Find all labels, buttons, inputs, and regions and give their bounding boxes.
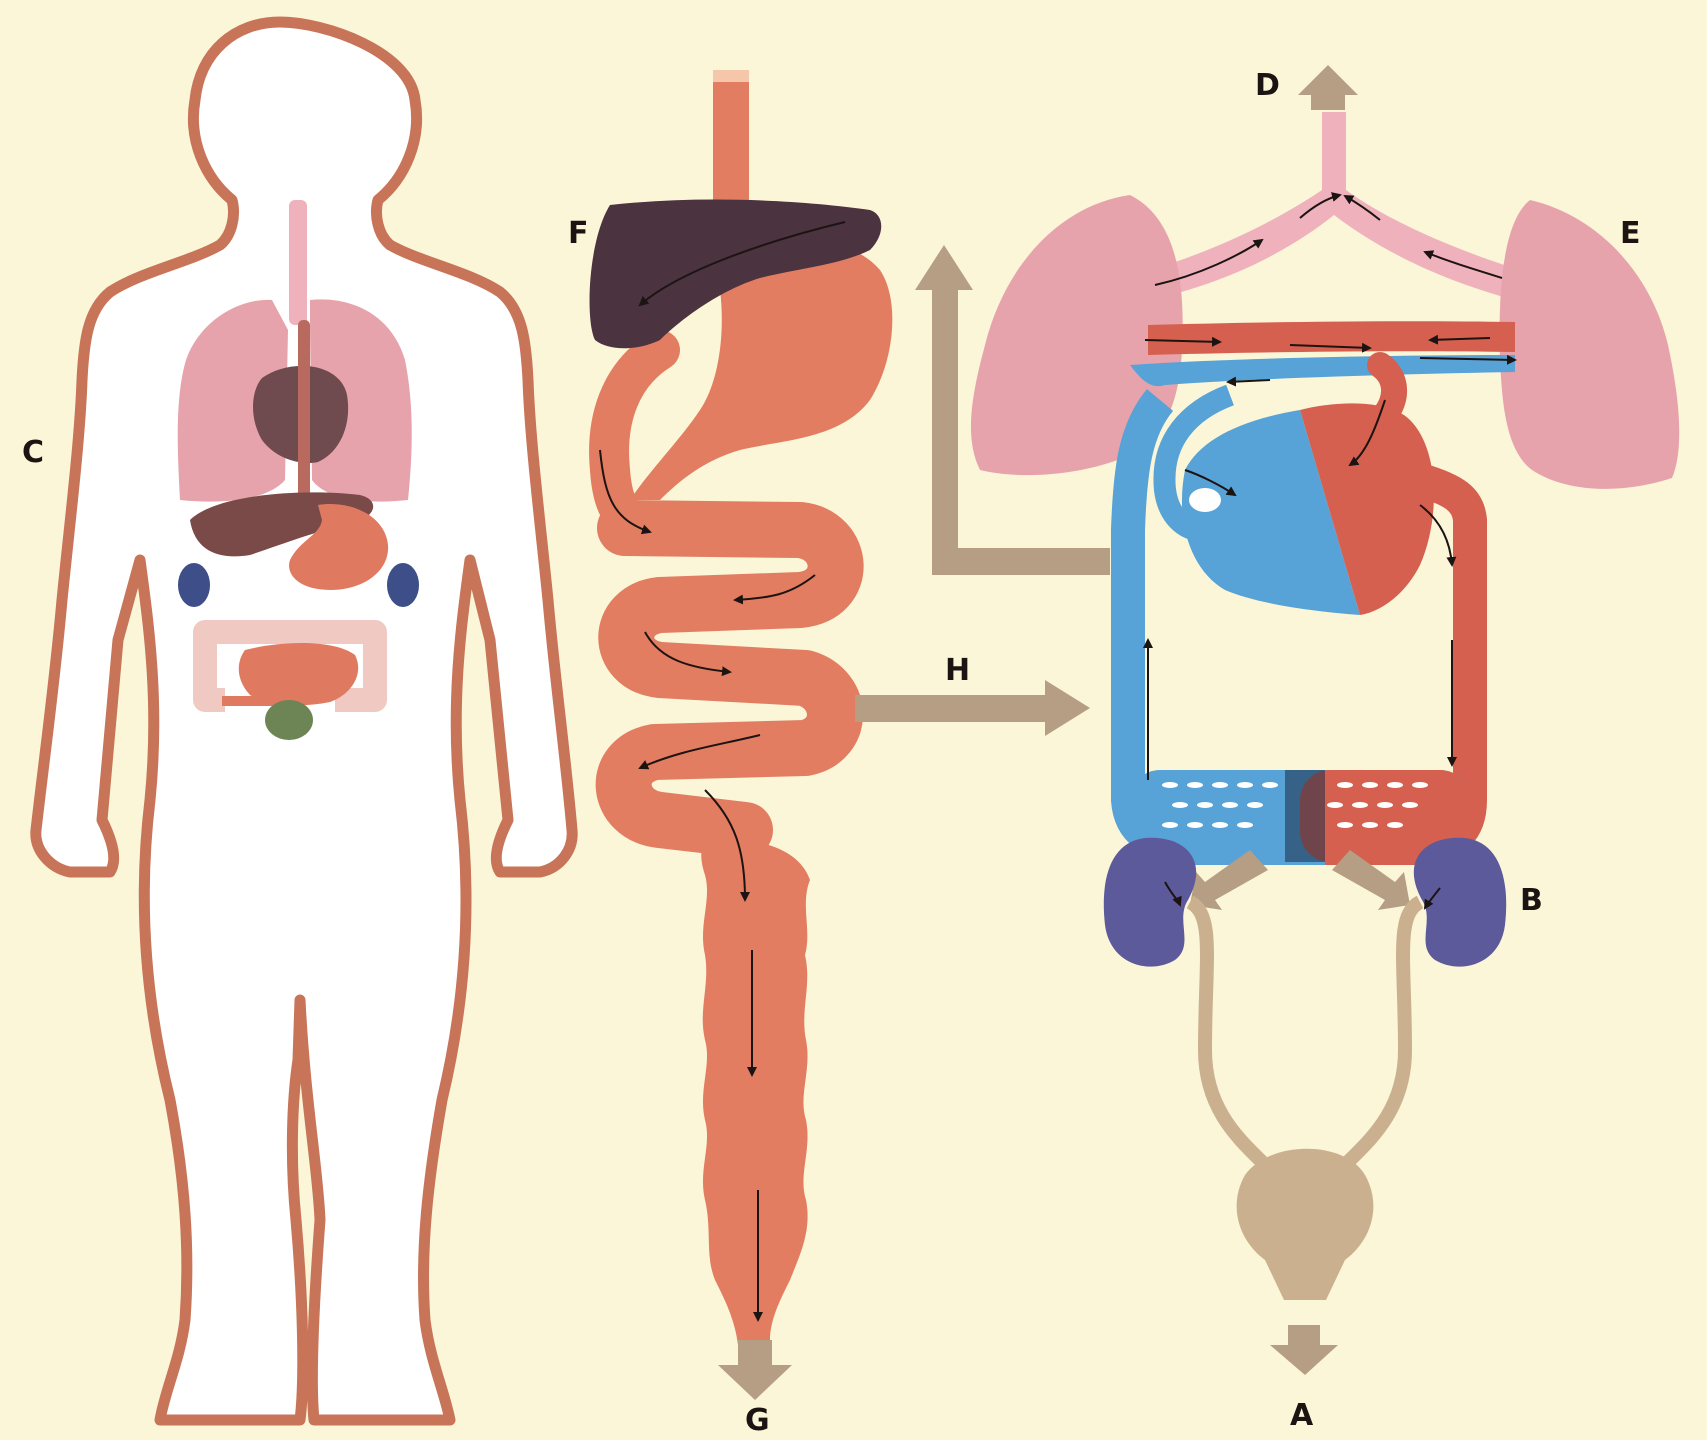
urine-outflow-arrow: [1270, 1325, 1338, 1375]
esophagus: [298, 320, 310, 520]
right-kidney: [387, 563, 419, 607]
small-intestine-meander: [624, 528, 836, 830]
label-a: A: [1290, 1398, 1314, 1433]
label-e: E: [1620, 216, 1641, 251]
trachea: [289, 200, 307, 325]
colon: [701, 839, 810, 1345]
label-f: F: [568, 216, 589, 251]
label-b: B: [1520, 883, 1543, 918]
label-g: G: [745, 1403, 770, 1438]
valve-ring: [1189, 488, 1221, 512]
label-c: C: [22, 435, 44, 470]
left-ureter: [1190, 902, 1265, 1165]
respiratory-circulatory-system: [971, 65, 1679, 862]
capillary-bed-dark: [1285, 770, 1325, 862]
right-ureter: [1345, 902, 1420, 1165]
left-kidney-large: [1104, 838, 1196, 967]
bladder-small: [265, 700, 313, 740]
right-lung-large: [1500, 200, 1680, 489]
label-d: D: [1255, 68, 1280, 103]
urinary-system: [1104, 838, 1506, 1375]
left-kidney: [178, 563, 210, 607]
human-body-figure: [36, 22, 572, 1420]
small-intestine: [239, 643, 358, 705]
rectum: [222, 696, 282, 706]
esophagus-top: [713, 70, 749, 82]
right-kidney-large: [1414, 838, 1506, 967]
feces-outflow-arrow: [718, 1340, 792, 1400]
air-outflow-arrow: [1298, 65, 1358, 110]
bladder: [1237, 1149, 1374, 1300]
label-h: H: [945, 653, 970, 688]
absorption-arrow: [855, 680, 1090, 736]
